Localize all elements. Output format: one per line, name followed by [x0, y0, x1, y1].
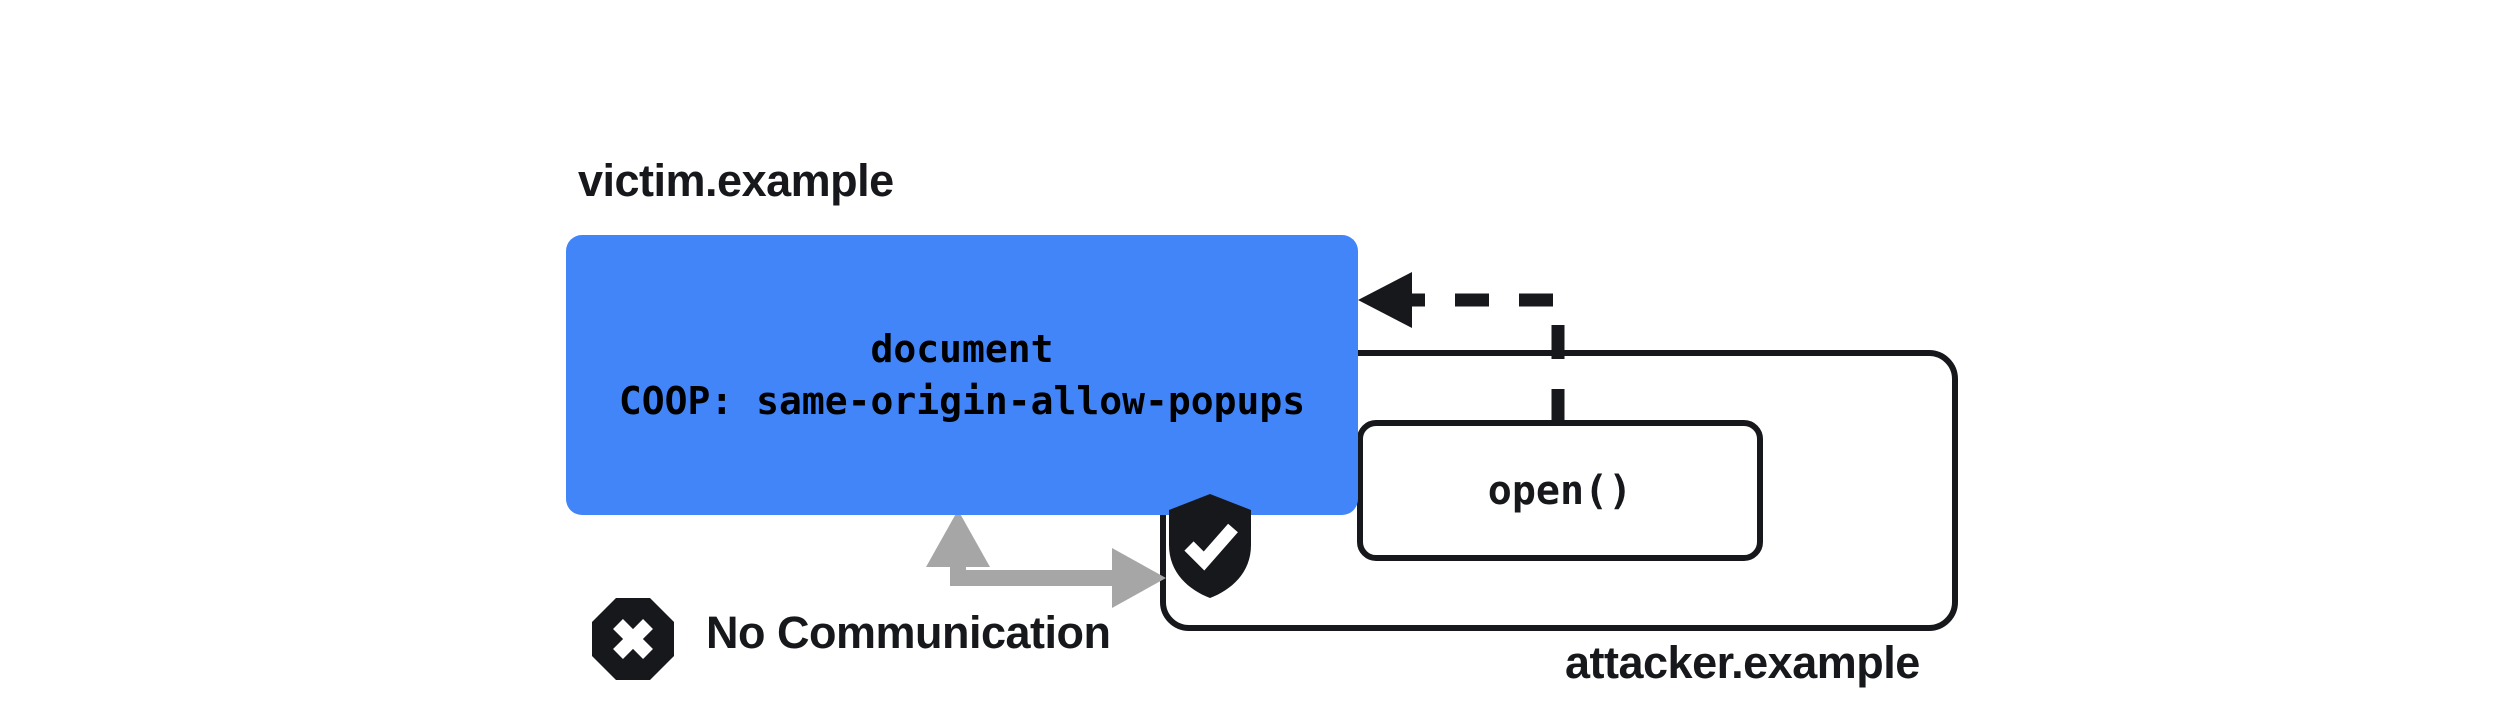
dashed-arrow-head-icon	[1358, 272, 1412, 328]
blocked-comm-arrow-head-right-icon	[1112, 548, 1166, 608]
victim-document-box: document COOP: same-origin-allow-popups	[566, 235, 1358, 598]
octagon-x-icon	[591, 597, 675, 681]
open-call-label: open()	[1487, 467, 1633, 514]
document-label: document	[870, 326, 1054, 371]
coop-header-label: COOP: same-origin-allow-popups	[618, 379, 1306, 423]
no-communication-label: No Communication	[706, 607, 1111, 658]
victim-origin-label: victim.example	[578, 155, 894, 206]
shield-check-icon	[1167, 493, 1253, 599]
attacker-origin-label: attacker.example	[1565, 637, 1920, 688]
victim-document-text: document COOP: same-origin-allow-popups	[566, 235, 1358, 515]
dashed-arrow-path	[1400, 293, 1565, 423]
blocked-comm-arrow-head-up-icon	[926, 510, 990, 567]
